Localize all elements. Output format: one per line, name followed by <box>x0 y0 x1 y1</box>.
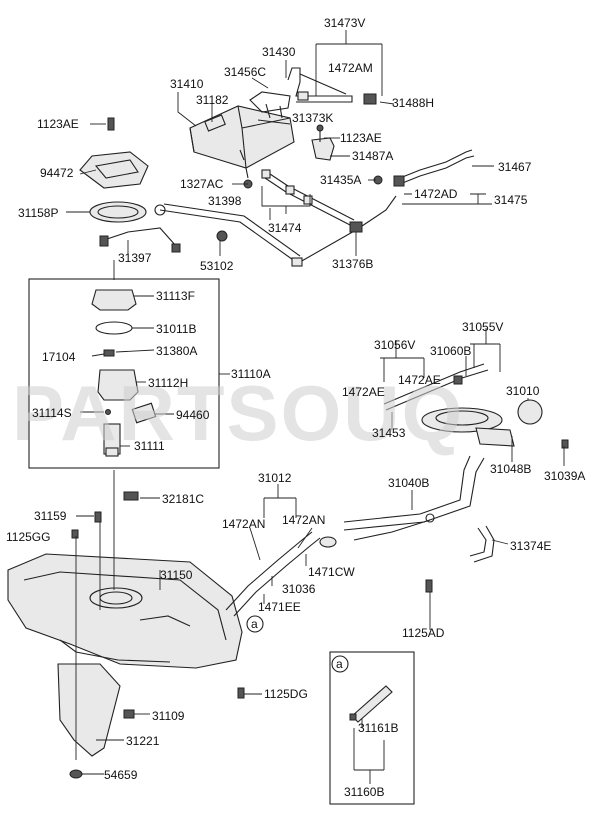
clip-53102 <box>216 230 228 242</box>
label-1472an-b: 1472AN <box>282 513 325 527</box>
label-1125gg: 1125GG <box>6 530 50 544</box>
filler-housing-31010 <box>421 399 569 449</box>
label-31110a: 31110A <box>231 367 271 381</box>
bolt-1123ae <box>107 117 115 131</box>
label-31435a: 31435A <box>320 173 361 187</box>
label-31380a: 31380A <box>156 344 197 358</box>
label-31010: 31010 <box>506 384 540 398</box>
label-31040b: 31040B <box>388 476 429 490</box>
label-31056v: 31056V <box>374 338 415 352</box>
label-1472ae-b: 1472AE <box>398 373 441 387</box>
label-31114s: 31114S <box>32 406 72 420</box>
part-labels: 31473V 31430 1472AM 31410 31456C 31182 3… <box>6 16 585 799</box>
gasket-94472 <box>79 151 149 189</box>
label-1125ad: 1125AD <box>402 626 445 640</box>
label-31161b: 31161B <box>358 721 398 735</box>
hose-31467 <box>393 149 475 187</box>
bolt-31159 <box>94 511 102 523</box>
label-31112h: 31112H <box>148 376 188 390</box>
label-31011b: 31011B <box>156 322 196 336</box>
label-17104: 17104 <box>42 350 76 364</box>
label-94460: 94460 <box>176 408 210 422</box>
cap-54659 <box>69 769 83 779</box>
label-31111: 31111 <box>134 439 165 453</box>
label-31012: 31012 <box>258 471 292 485</box>
label-31473v: 31473V <box>324 16 365 30</box>
label-1327ac: 1327AC <box>180 177 224 191</box>
label-31221: 31221 <box>126 734 160 748</box>
label-1472an-a: 1472AN <box>222 517 265 531</box>
label-31374e: 31374E <box>510 539 551 553</box>
bracket-31487a <box>311 124 335 161</box>
label-94472: 94472 <box>40 166 74 180</box>
label-31410: 31410 <box>170 77 204 91</box>
label-31158p: 31158P <box>18 206 58 220</box>
leader-lines <box>66 30 565 784</box>
label-31488h: 31488H <box>392 96 434 110</box>
filler-pipe-31040b <box>343 455 485 593</box>
label-31373k: 31373K <box>292 111 333 125</box>
label-1472am: 1472AM <box>328 61 373 75</box>
vent-hose-31430 <box>287 67 377 105</box>
inset-marker-circle-tank <box>246 615 264 633</box>
vent-lines-31056v <box>383 363 489 411</box>
label-31398: 31398 <box>208 194 242 208</box>
label-31467: 31467 <box>498 160 532 174</box>
label-31159: 31159 <box>34 509 67 523</box>
label-1471ee: 1471EE <box>258 600 301 614</box>
inset-parts-31161b <box>349 685 393 723</box>
inset-marker-tank: a <box>251 617 258 631</box>
label-31048b: 31048B <box>490 462 531 476</box>
label-31397: 31397 <box>118 251 152 265</box>
vapor-line-31398 <box>154 169 397 267</box>
label-31475: 31475 <box>494 193 528 207</box>
heat-shield-31221 <box>57 663 121 757</box>
label-1123ae-top: 1123AE <box>37 117 79 131</box>
watermark: PARTSOUQ <box>12 369 464 457</box>
label-31453: 31453 <box>372 426 406 440</box>
plate-31158p <box>89 201 147 223</box>
label-32181c: 32181C <box>162 492 204 506</box>
pump-module-parts <box>91 289 157 457</box>
bolt-1125gg <box>71 529 79 539</box>
label-31474: 31474 <box>268 221 302 235</box>
label-31456c: 31456C <box>224 65 266 79</box>
label-1471cw: 1471CW <box>308 565 355 579</box>
nut-31109 <box>123 709 135 719</box>
inset-marker-circle-box <box>331 655 349 673</box>
hose-31374e <box>469 525 495 563</box>
label-31113f: 31113F <box>156 289 195 303</box>
label-31376b: 31376B <box>332 257 373 271</box>
fuel-tank-31150 <box>7 553 243 669</box>
label-31430: 31430 <box>262 45 296 59</box>
inset-box-a <box>329 651 415 805</box>
label-31109: 31109 <box>152 709 185 723</box>
label-31160b: 31160B <box>344 785 384 799</box>
label-31487a: 31487A <box>352 149 393 163</box>
label-53102: 53102 <box>200 259 234 273</box>
bolt-1125dg <box>237 687 245 699</box>
nut-32181c <box>123 491 139 501</box>
label-1123ae-mid: 1123AE <box>340 131 382 145</box>
label-31182: 31182 <box>196 93 229 107</box>
label-1472ae-a: 1472AE <box>342 385 385 399</box>
label-1125dg: 1125DG <box>264 687 308 701</box>
label-31060b: 31060B <box>430 344 471 358</box>
harness-31397 <box>99 227 181 253</box>
inset-marker-box: a <box>336 657 343 671</box>
label-54659: 54659 <box>104 768 138 782</box>
label-31150: 31150 <box>160 568 193 582</box>
label-1472ad: 1472AD <box>414 187 458 201</box>
label-31036: 31036 <box>282 582 316 596</box>
pump-module-box <box>28 278 220 469</box>
label-31055v: 31055V <box>462 320 503 334</box>
label-31039a: 31039A <box>544 469 585 483</box>
